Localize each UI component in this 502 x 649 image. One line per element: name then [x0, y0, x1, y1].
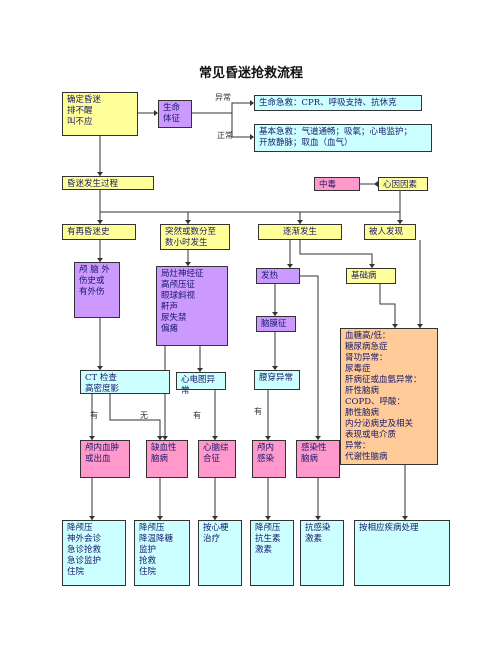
- page-title: 常见昏迷抢救流程: [198, 66, 303, 81]
- no-label-ct: 无: [140, 411, 148, 420]
- treatment-other-box: 按相应疾病处理: [354, 520, 450, 586]
- sudden-onset-box: 突然或数分至 数小时发生: [160, 224, 230, 250]
- ecg-abnormal-box: 心电图异常: [176, 372, 226, 396]
- emergency-box: 生命急救：CPR、呼吸支持、抗休克: [254, 95, 422, 111]
- confirm-coma-box: 确定昏迷 排不醒 叫不应: [62, 92, 138, 136]
- yes-label-ecg: 有: [193, 411, 201, 420]
- treatment-infection-box: 降颅压 抗生素 激素: [250, 520, 294, 586]
- intracranial-infection-box: 颅内 感染: [252, 440, 286, 478]
- treatment-septic-box: 抗感染 激素: [300, 520, 344, 586]
- treatment-mi-box: 按心梗 治疗: [198, 520, 242, 586]
- intracranial-hemorrhage-box: 颅内血肿 或出血: [80, 440, 130, 478]
- normal-label: 正常: [217, 131, 233, 140]
- poisoning-box: 中毒: [314, 177, 360, 191]
- abnormal-label: 异常: [215, 93, 231, 102]
- yes-label-lumbar: 有: [254, 407, 262, 416]
- meningeal-sign-box: 脑膜征: [256, 316, 296, 332]
- found-by-others-box: 被人发现: [364, 224, 416, 240]
- treatment-ischemic-box: 降颅压 降温降糖 监护 抢救 住院: [134, 520, 190, 586]
- gradual-onset-box: 逐渐发生: [258, 224, 342, 240]
- basic-aid-box: 基本急救：气道通畅；吸氧；心电监护； 开放静脉；取血（血气）: [254, 124, 432, 152]
- lumbar-abnormal-box: 腰穿异常: [254, 370, 300, 390]
- fever-box: 发热: [256, 268, 300, 284]
- recurrent-coma-box: 有再昏迷史: [62, 224, 136, 240]
- ischemic-encephalopathy-box: 缺血性 脑病: [146, 440, 188, 478]
- vital-signs-box: 生命 体征: [158, 100, 192, 128]
- focal-neuro-box: 局灶神经征 高颅压征 眼球斜视 鼾声 尿失禁 偏瘫: [156, 266, 228, 346]
- head-trauma-box: 颅 脑 外 伤史或 有外伤: [74, 262, 120, 318]
- coma-process-box: 昏迷发生过程: [62, 176, 154, 190]
- treatment-hemorrhage-box: 降颅压 神外会诊 急诊抢救 急诊监护 住院: [62, 520, 126, 586]
- cardiac-factor-box: 心因因素: [378, 177, 428, 191]
- septic-encephalopathy-box: 感染性 脑病: [296, 440, 340, 478]
- cardio-cerebral-box: 心脑综 合征: [198, 440, 236, 478]
- underlying-disease-box: 基础病: [346, 268, 396, 284]
- ct-scan-box: CT 检查 高密度影: [80, 370, 170, 394]
- yes-label-ct: 有: [90, 411, 98, 420]
- metabolic-disease-box: 血糖高/低： 糖尿病急症 肾功异常： 尿毒症 肝病征或血氨异常： 肝性脑病 CO…: [340, 328, 438, 465]
